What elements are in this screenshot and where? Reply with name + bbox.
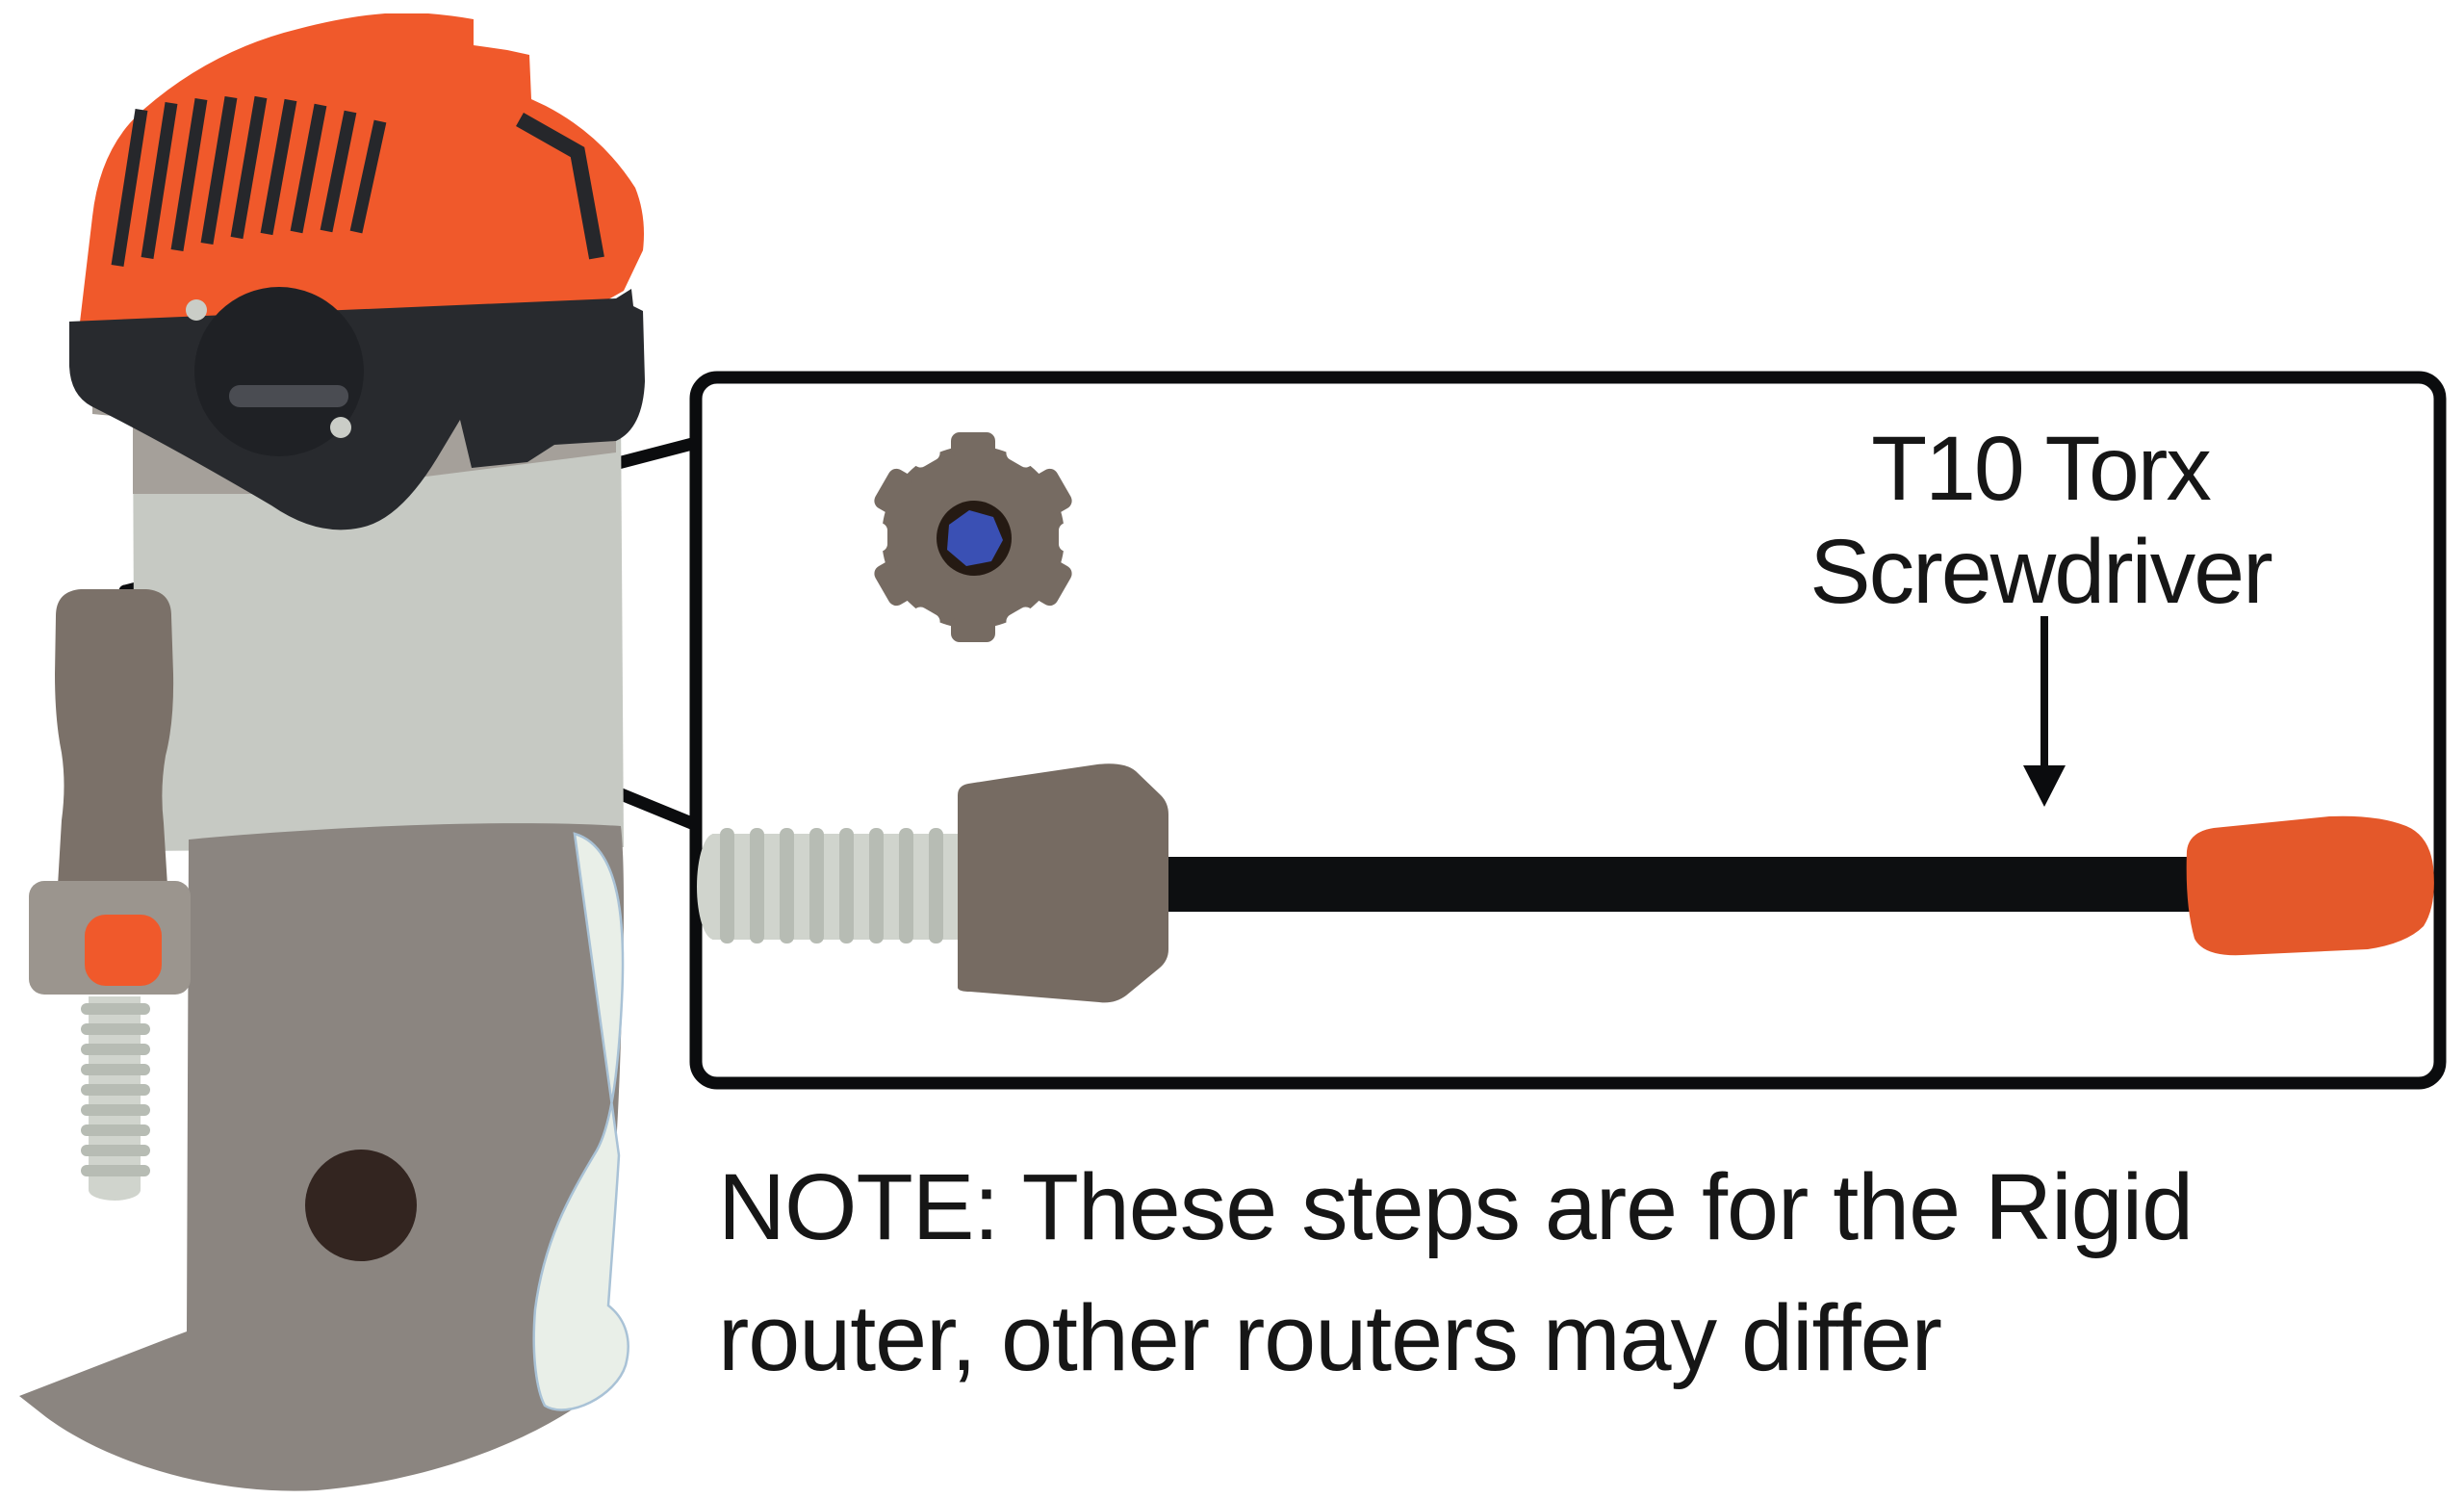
depth-screw	[81, 996, 150, 1201]
cap-vents	[111, 95, 387, 267]
pointer-arrow	[2023, 616, 2066, 807]
band-cap-circle	[194, 287, 364, 456]
callout-label-line2: Screwdriver	[1810, 521, 2272, 623]
band-screw-dot-lower	[330, 417, 351, 438]
band-screw-dot-upper	[186, 299, 207, 321]
driver-shaft	[1160, 857, 2194, 912]
note-caption: NOTE: These steps are for the Rigid rout…	[718, 1142, 2194, 1404]
screw-driver-side-view	[697, 763, 2434, 1003]
note-caption-line2: router, other routers may differ	[718, 1285, 1942, 1390]
clamp-orange-button	[85, 915, 162, 986]
band-cap-slot	[229, 385, 348, 407]
router-illustration	[19, 13, 645, 1491]
router-lower-body	[19, 823, 625, 1491]
note-caption-line1: NOTE: These steps are for the Rigid	[718, 1154, 2194, 1259]
router-cap	[77, 13, 644, 347]
driver-handle	[2186, 815, 2434, 956]
router-base-highlight	[532, 832, 629, 1411]
callout-label: T10 Torx Screwdriver	[1810, 418, 2272, 624]
collet-hole	[305, 1150, 417, 1261]
depth-knob	[55, 589, 174, 886]
cap-side-stripe	[516, 113, 604, 260]
screw-threads	[697, 828, 962, 943]
torx-screw-top-view	[872, 432, 1074, 642]
screw-head-side	[958, 763, 1168, 1003]
callout-label-line1: T10 Torx	[1871, 418, 2212, 520]
torx-recess-blue	[947, 510, 1003, 566]
router-upper-body	[133, 408, 624, 851]
